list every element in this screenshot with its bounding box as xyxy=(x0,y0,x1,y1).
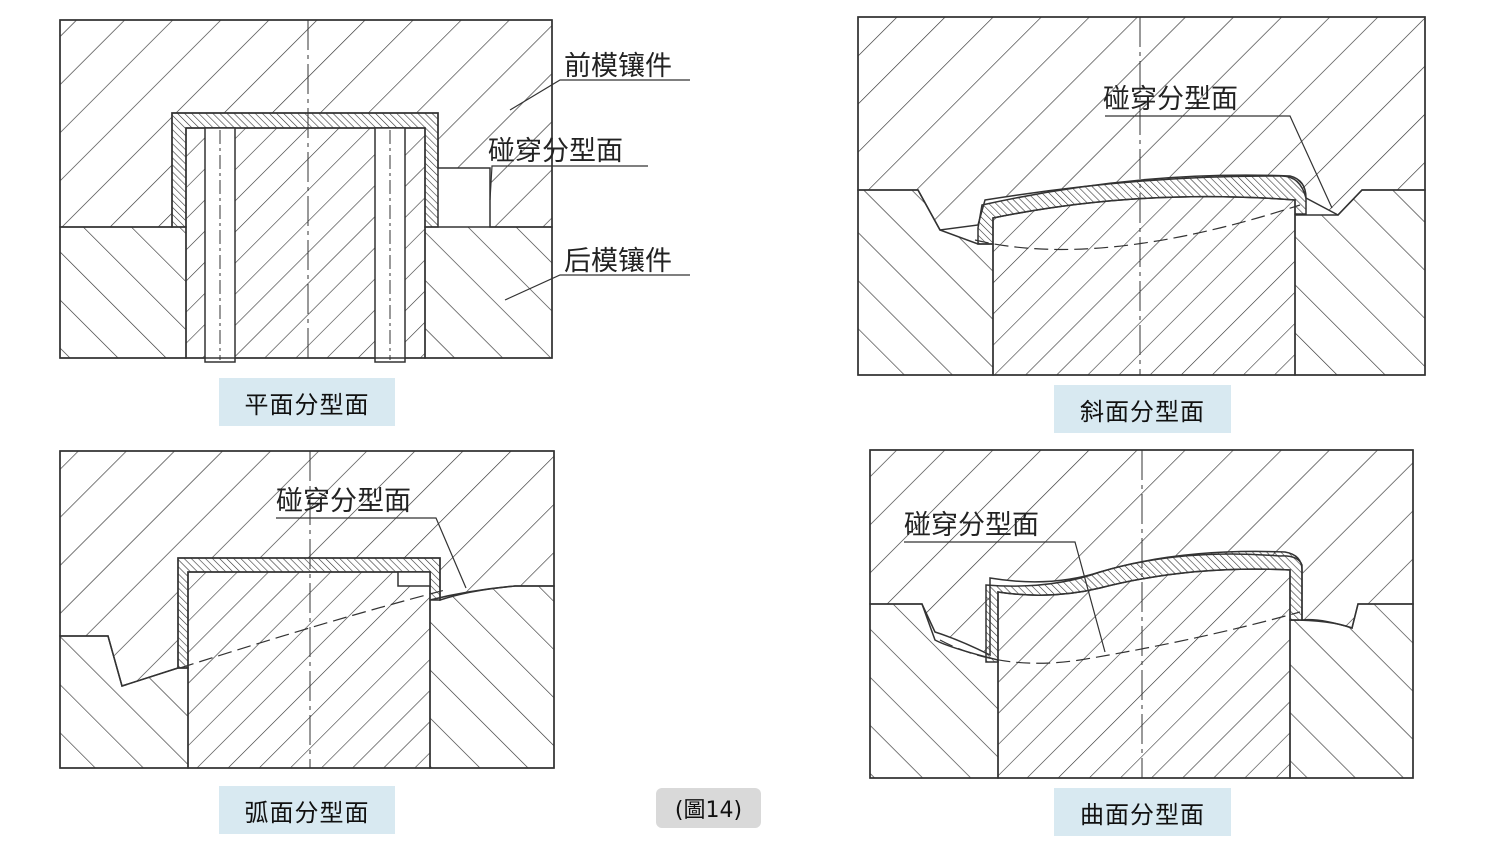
caption-flat-parting: 平面分型面 xyxy=(219,378,395,426)
caption-arc-parting: 弧面分型面 xyxy=(219,786,395,834)
label-back-insert: 后模镶件 xyxy=(564,246,672,277)
label-shutoff: 碰穿分型面 xyxy=(488,136,623,167)
product-shell xyxy=(171,112,439,228)
product-shell xyxy=(977,174,1307,245)
back-insert-left xyxy=(59,226,187,359)
core xyxy=(997,568,1291,779)
label-front-insert: 前模镶件 xyxy=(564,51,672,82)
label-shutoff: 碰穿分型面 xyxy=(904,510,1039,541)
panel-inclined-parting xyxy=(857,16,1426,376)
label-shutoff: 碰穿分型面 xyxy=(276,486,411,517)
panel-arc-parting xyxy=(59,450,555,769)
core xyxy=(992,195,1296,376)
core xyxy=(187,571,431,769)
caption-inclined-parting: 斜面分型面 xyxy=(1054,385,1231,433)
caption-curved-parting: 曲面分型面 xyxy=(1054,788,1231,836)
back-insert-right xyxy=(424,226,553,359)
panel-flat-parting xyxy=(59,19,690,363)
label-shutoff: 碰穿分型面 xyxy=(1103,84,1238,115)
product-shell xyxy=(985,550,1303,663)
panel-curved-parting xyxy=(869,449,1414,779)
figure-number: (圖14) xyxy=(656,788,761,828)
